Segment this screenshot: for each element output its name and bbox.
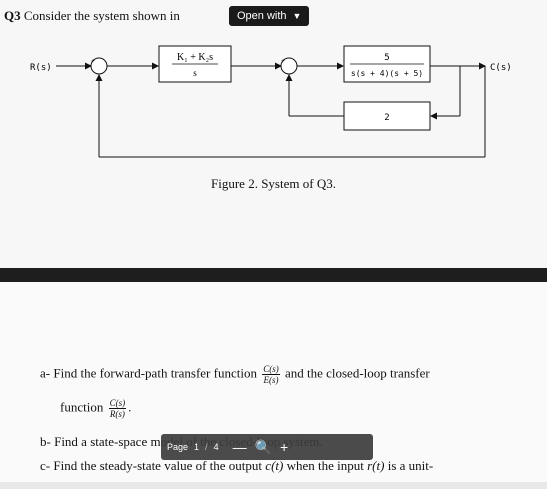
bottom-strip [0, 482, 547, 489]
zoom-in-button[interactable]: + [280, 439, 289, 455]
sum1-sign: + [91, 57, 95, 65]
controller-denominator: s [193, 68, 197, 78]
fraction-numerator: C(s) [108, 398, 127, 409]
part-c-line: c- Find the steady-state value of the ou… [40, 458, 433, 474]
part-a-end: . [128, 399, 132, 415]
part-c-text2: when the input [286, 458, 364, 473]
open-with-button[interactable]: Open with ▼ [229, 6, 310, 26]
part-c-var: c(t) [265, 458, 284, 473]
question-prompt: Consider the system shown in [23, 8, 180, 23]
fraction-denominator: E(s) [263, 375, 279, 385]
part-a-text2: and the closed-loop transfer [284, 365, 430, 381]
question-number: Q3 [4, 8, 21, 23]
plant-numerator: 5 [384, 53, 389, 63]
part-b-prefix: b- [40, 434, 51, 449]
closed-loop-tf-fraction: C(s) R(s) [108, 398, 127, 419]
page-navigation-bar: Page 1 / 4 — 🔍 + [161, 434, 373, 460]
page-total: 4 [213, 442, 219, 452]
fraction-numerator: C(s) [262, 364, 280, 375]
part-a-line1: a- Find the forward-path transfer functi… [40, 364, 430, 385]
zoom-out-button[interactable]: — [232, 439, 247, 455]
feedback-gain-label: 2 [384, 113, 389, 123]
part-c-text3: is a unit- [387, 458, 434, 473]
part-a-prefix: a- [40, 365, 51, 381]
feedback-gain-block [343, 101, 431, 131]
page-separator: / [205, 442, 208, 452]
part-a-line2: function C(s) R(s) . [60, 398, 131, 419]
part-c-var2: r(t) [367, 458, 385, 473]
output-label: C(s) [490, 63, 512, 73]
input-label: R(s) [30, 63, 52, 73]
part-c-text1: Find the steady-state value of the outpu… [53, 458, 263, 473]
sum2-sign: + [281, 57, 285, 65]
part-c-prefix: c- [40, 458, 51, 473]
figure-caption: Figure 2. System of Q3. [211, 176, 336, 191]
open-with-label: Open with [237, 10, 287, 22]
chevron-down-icon: ▼ [292, 11, 302, 21]
part-a-text3: function [60, 399, 104, 415]
block-diagram: R(s) C(s) + + K₁ + K₂s s 5 s(s + 4)(s + … [30, 45, 512, 158]
document-page-top [0, 0, 547, 268]
fraction-denominator: R(s) [109, 409, 125, 419]
page-label: Page [167, 442, 189, 452]
forward-tf-fraction: C(s) E(s) [262, 364, 280, 385]
part-a-text1: Find the forward-path transfer function [53, 365, 257, 381]
question-title: Q3 Consider the system shown in [4, 8, 180, 24]
zoom-icon[interactable]: 🔍 [254, 438, 273, 455]
page-current[interactable]: 1 [194, 442, 200, 452]
controller-numerator: K₁ + K₂s [177, 52, 213, 63]
page-divider [0, 268, 547, 282]
plant-denominator: s(s + 4)(s + 5) [351, 69, 423, 78]
